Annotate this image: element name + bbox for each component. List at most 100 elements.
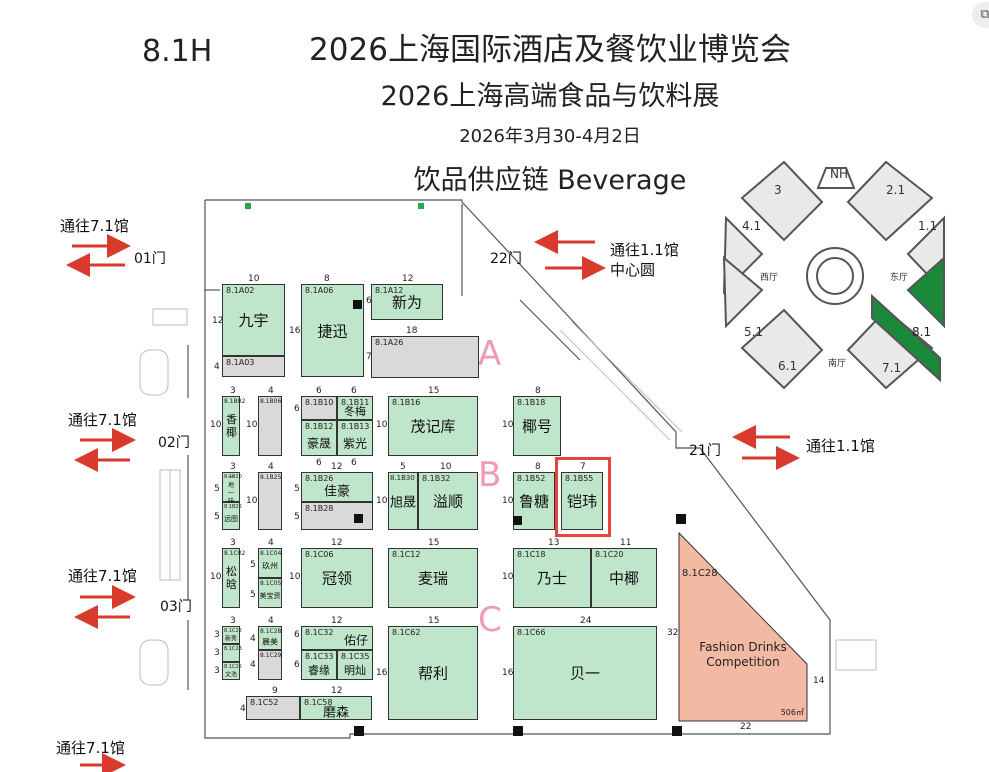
- booth-name: 香椰: [226, 413, 237, 439]
- booth-8-1c66[interactable]: 8.1C66 贝一: [513, 626, 657, 720]
- booth-id: 8.1B02: [224, 398, 246, 405]
- booth-8-1b25[interactable]: 8.1B25: [258, 472, 282, 530]
- gate-22: 22门: [490, 251, 522, 267]
- booth-id: 8.1C22: [224, 628, 242, 634]
- dimension: 4: [268, 616, 274, 626]
- external-link-icon[interactable]: ⧉: [972, 2, 989, 28]
- map-hall-4-1: 4.1: [742, 219, 761, 233]
- dimension: 3: [230, 616, 236, 626]
- booth-8-1b11[interactable]: 8.1B11 冬梅: [337, 396, 373, 420]
- dimension: 7: [366, 352, 372, 362]
- booth-8-1b10[interactable]: 8.1B10: [301, 396, 337, 420]
- booth-name: 晨美: [262, 637, 278, 647]
- booth-8-1c28[interactable]: 8.1C28 晨美: [258, 626, 282, 650]
- booth-name: 新秀: [224, 635, 237, 643]
- dimension: 16: [289, 326, 301, 336]
- booth-8-1b06[interactable]: 8.1B06: [258, 396, 282, 456]
- booth-8-1b02[interactable]: 8.1B02 香椰: [222, 396, 245, 456]
- booth-8-1b30[interactable]: 8.1B30 旭晟: [388, 472, 418, 530]
- zone-title: 饮品供应链 Beverage: [413, 165, 687, 196]
- dimension: 13: [548, 538, 560, 548]
- booth-id: 8.1A06: [305, 286, 334, 295]
- booth-name: 佑仔: [343, 633, 368, 648]
- booth-8-1c35[interactable]: 8.1C35 明灿: [337, 650, 373, 680]
- booth-8-1b13[interactable]: 8.1B13 紫光: [337, 420, 373, 456]
- dimension: 3: [230, 462, 236, 472]
- booth-name: 松晗: [226, 565, 237, 591]
- direction-to-hall-7-1: 通往7.1馆: [68, 567, 137, 585]
- dimension: 10: [248, 274, 260, 284]
- booth-name: 麦瑞: [417, 569, 448, 588]
- booth-id: 8.1B30: [390, 474, 415, 482]
- section-a-label: A: [478, 334, 502, 374]
- booth-id: 8.1C66: [517, 628, 546, 637]
- booth-name: 冠领: [321, 569, 352, 588]
- highlighted-booth-frame: [555, 457, 611, 537]
- booth-name: 九宇: [238, 311, 269, 330]
- booth-name: 帮利: [417, 664, 448, 683]
- booth-id: 8.1B28: [305, 504, 334, 513]
- booth-8-1c06[interactable]: 8.1C06 冠领: [301, 548, 373, 608]
- booth-id: 8.1A03: [226, 358, 255, 367]
- booth-name: 一地一味: [227, 473, 234, 505]
- dimension: 8: [324, 274, 330, 284]
- booth-id: 8.1B26: [305, 474, 334, 483]
- booth-8-1c62[interactable]: 8.1C62 帮利: [388, 626, 478, 720]
- dimension: 24: [580, 616, 592, 626]
- booth-id: 8.1C05: [260, 580, 282, 587]
- direction-to-hall-7-1: 通往7.1馆: [56, 739, 125, 757]
- dimension: 3: [214, 666, 220, 676]
- booth-8-1b55[interactable]: 8.1B55 铠玮: [561, 472, 603, 530]
- booth-8-1c58[interactable]: 8.1C58 磨森: [300, 696, 372, 720]
- booth-8-1c04[interactable]: 8.1C04 玖州: [258, 548, 282, 578]
- booth-8-1c33[interactable]: 8.1C33 睿缘: [301, 650, 337, 680]
- booth-8-1c02[interactable]: 8.1C02 松晗: [222, 548, 245, 608]
- booth-8-1c18[interactable]: 8.1C18 乃士: [513, 548, 591, 608]
- booth-8-1b22[interactable]: 8.1B22 远图: [222, 502, 242, 530]
- booth-8-1b32[interactable]: 8.1B32 溢顺: [418, 472, 478, 530]
- dimension: 8: [535, 386, 541, 396]
- booth-8-1a06[interactable]: 8.1A06 捷迅: [301, 284, 364, 377]
- booth-8-1c22[interactable]: 8.1C22 新秀: [222, 626, 242, 644]
- booth-8-1c05[interactable]: 8.1C05 美宝资: [258, 578, 282, 608]
- booth-id: 8.1B20: [224, 474, 242, 480]
- exhibition-dates: 2026年3月30-4月2日: [459, 126, 641, 147]
- booth-8-1b16[interactable]: 8.1B16 茂记库: [388, 396, 478, 456]
- booth-8-1c32[interactable]: 8.1C32 佑仔: [301, 626, 373, 650]
- booth-8-1a02[interactable]: 8.1A02 九宇: [222, 284, 285, 356]
- booth-8-1b52[interactable]: 8.1B52 鲁糖: [513, 472, 555, 530]
- booth-8-1b12[interactable]: 8.1B12 豪晟: [301, 420, 337, 456]
- dimension: 12: [402, 274, 414, 284]
- booth-8-1a03[interactable]: 8.1A03: [222, 356, 285, 377]
- booth-8-1c23[interactable]: 8.1C23: [222, 644, 242, 662]
- booth-id: 8.1C35: [341, 652, 370, 661]
- booth-8-1c25[interactable]: 8.1C25 文浩: [222, 662, 242, 680]
- booth-id: 8.1B52: [517, 474, 546, 483]
- booth-id: 8.1B18: [517, 398, 546, 407]
- booth-id: 8.1C28: [682, 568, 718, 579]
- dimension: 3: [214, 648, 220, 658]
- booth-name: 美宝资: [259, 592, 281, 601]
- booth-id: 8.1B12: [305, 422, 334, 431]
- dimension: 6: [294, 404, 300, 414]
- booth-8-1b18[interactable]: 8.1B18 椰号: [513, 396, 561, 456]
- booth-8-1c20[interactable]: 8.1C20 中椰: [591, 548, 657, 608]
- dimension: 18: [406, 326, 418, 336]
- booth-8-1b20[interactable]: 8.1B20 一地一味: [222, 472, 242, 505]
- booth-8-1a12[interactable]: 8.1A12 新为: [371, 284, 443, 320]
- booth-id: 8.1C06: [305, 550, 334, 559]
- dimension: 5: [294, 512, 300, 522]
- booth-8-1a26[interactable]: 8.1A26: [371, 336, 479, 378]
- booth-8-1c12[interactable]: 8.1C12 麦瑞: [388, 548, 478, 608]
- booth-8-1c28-competition[interactable]: [678, 532, 808, 722]
- booth-name: 捷迅: [317, 322, 348, 340]
- booth-name: 茂记库: [410, 417, 456, 436]
- booth-name: 明灿: [344, 664, 366, 678]
- booth-8-1b26[interactable]: 8.1B26 佳豪: [301, 472, 373, 502]
- booth-8-1c52[interactable]: 8.1C52: [246, 696, 300, 720]
- booth-id: 8.1B11: [341, 398, 370, 407]
- booth-name: 贝一: [569, 664, 600, 683]
- booth-8-1c29[interactable]: 8.1C29: [258, 650, 282, 680]
